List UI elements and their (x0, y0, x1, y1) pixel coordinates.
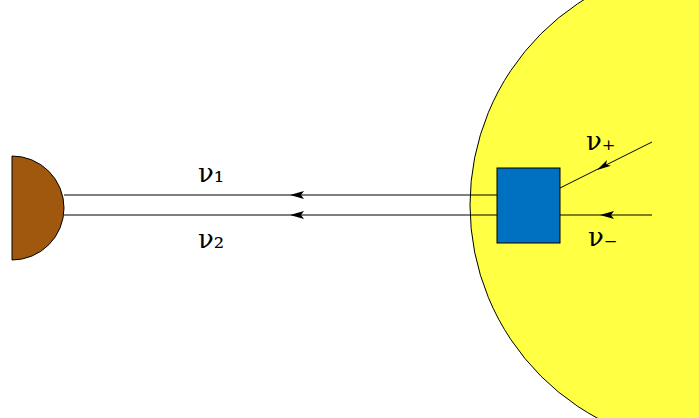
earth-disc (12, 156, 64, 260)
arrow-head (290, 191, 304, 199)
arrow-head (290, 211, 304, 219)
particle-label: ν₁ (198, 160, 224, 186)
particle-label: ν₊ (586, 128, 616, 154)
arrow-head (600, 211, 614, 219)
arrow-head (597, 160, 611, 170)
converter-box (497, 168, 560, 243)
sun-disc (470, 0, 699, 418)
beam-line (64, 215, 497, 216)
particle-label: ν₋ (588, 224, 618, 250)
beam-line (64, 195, 497, 196)
particle-label: ν₂ (198, 226, 224, 252)
